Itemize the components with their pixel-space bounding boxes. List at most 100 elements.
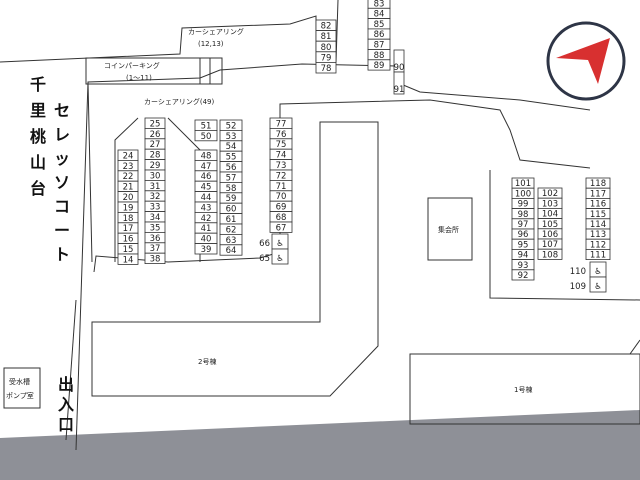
stall-number: 45 [201,183,212,193]
parking-stall: 16 [117,232,139,245]
parking-stall: 75 [269,138,293,150]
parking-stall: 72 [269,169,293,181]
stall-number: 107 [542,240,558,250]
pump-room [3,367,41,409]
parking-stall: 98 [511,208,535,220]
stall-number: 72 [276,171,287,181]
stall-number: 113 [590,230,606,240]
stall-number: 46 [201,172,212,182]
street-name-char: 里 [30,101,46,120]
lot-edge-left [114,117,139,262]
label-car-share-mid: カーシェアリング(49) [144,97,214,106]
stall-box [269,221,293,233]
stall-number: 39 [201,245,212,255]
stall-number: 117 [590,189,606,199]
stall-number: 99 [518,200,529,210]
parking-stall: 82 [315,19,337,32]
parking-stall: 39 [194,243,218,255]
parking-stall: 14 [117,253,139,265]
parking-stall: 101 [511,177,535,189]
parking-stall: 26 [144,127,166,140]
parking-stall: 94 [511,248,535,261]
stall-number: 16 [123,235,134,245]
parking-stall: 38 [144,252,166,265]
parking-stall: 40 [194,232,218,245]
stall-number: 64 [226,246,237,256]
wheelchair-icon: ♿ [276,239,284,249]
parking-stall: 67 [269,221,293,233]
parking-stall: 35 [144,221,166,233]
stall-number: 17 [123,224,134,234]
stall-number: 52 [226,121,237,131]
parking-stall: 55 [219,150,243,163]
stall-box [367,59,391,71]
label-coin-parking: コインパーキング [104,61,160,70]
stall-number: 33 [150,203,161,213]
stall-number: 90 [394,63,405,73]
meeting-hall [427,197,473,261]
parking-stall: 41 [194,222,218,234]
stall-number: 69 [276,203,287,213]
parking-stall: 74 [269,148,293,161]
parking-stall: 54 [219,140,243,152]
stall-number: 15 [123,245,134,255]
stall-number: 102 [542,189,558,199]
stall-box [271,248,289,265]
parking-stall: 63 [219,233,243,246]
stall-number: 37 [150,244,161,254]
stall-number: 97 [518,220,529,230]
wheelchair-icon: ♿ [594,282,602,292]
parking-stall: 79 [315,51,337,63]
stall-number: 56 [226,163,237,173]
stall-number: 18 [123,214,134,224]
parking-stall: 17 [117,222,139,234]
stall-number: 59 [226,194,237,204]
parking-stall: 36 [144,231,166,244]
parking-stall: 76 [269,127,293,140]
stall-number: 65 [259,254,270,264]
parking-stall: 87 [367,38,391,51]
label-building-2: 2号棟 [198,357,216,366]
stall-number: 100 [515,189,531,199]
parking-stall: 90 [394,49,405,73]
parking-stall: 25 [144,117,166,129]
stall-number: 57 [226,173,237,183]
stall-number: 20 [123,193,134,203]
parking-stall: 70 [269,190,293,202]
stall-box [585,248,611,260]
stall-number: 25 [150,119,161,129]
stall-number: 96 [518,230,529,240]
stall-number: 38 [150,255,161,265]
building-name-char: レ [54,125,70,144]
stall-number: 91 [394,85,405,95]
parking-stall: 80 [315,40,337,53]
parking-stall: 52 [219,119,243,131]
parking-stall: 114 [585,218,611,230]
parking-stall: 78 [315,62,337,74]
stall-number: 34 [150,213,161,223]
stall-number: 58 [226,184,237,194]
stall-number: 43 [201,203,212,213]
parking-stall: 96 [511,228,535,240]
parking-stall: 46 [194,170,218,182]
parking-stall: 45 [194,180,218,193]
stall-number: 75 [276,140,287,150]
parking-stall: 19 [117,201,139,213]
parking-stall: 91 [394,71,405,95]
parking-stall: 111 [585,248,611,261]
stall-number: 23 [123,162,134,172]
accessible-stall: ♿110 [570,261,607,278]
stall-number: 109 [570,282,586,292]
inner-road-edge-2 [489,170,640,301]
parking-stall: 47 [194,159,218,172]
stall-number: 106 [542,230,558,240]
parking-stall: 116 [585,197,611,210]
stall-number: 103 [542,199,558,209]
parking-stall: 18 [117,211,139,224]
parking-stall: 89 [367,59,391,71]
parking-stall: 44 [194,191,218,203]
parking-stall: 21 [117,180,139,193]
parking-stall: 28 [144,148,166,161]
parking-stall: 107 [537,238,563,250]
